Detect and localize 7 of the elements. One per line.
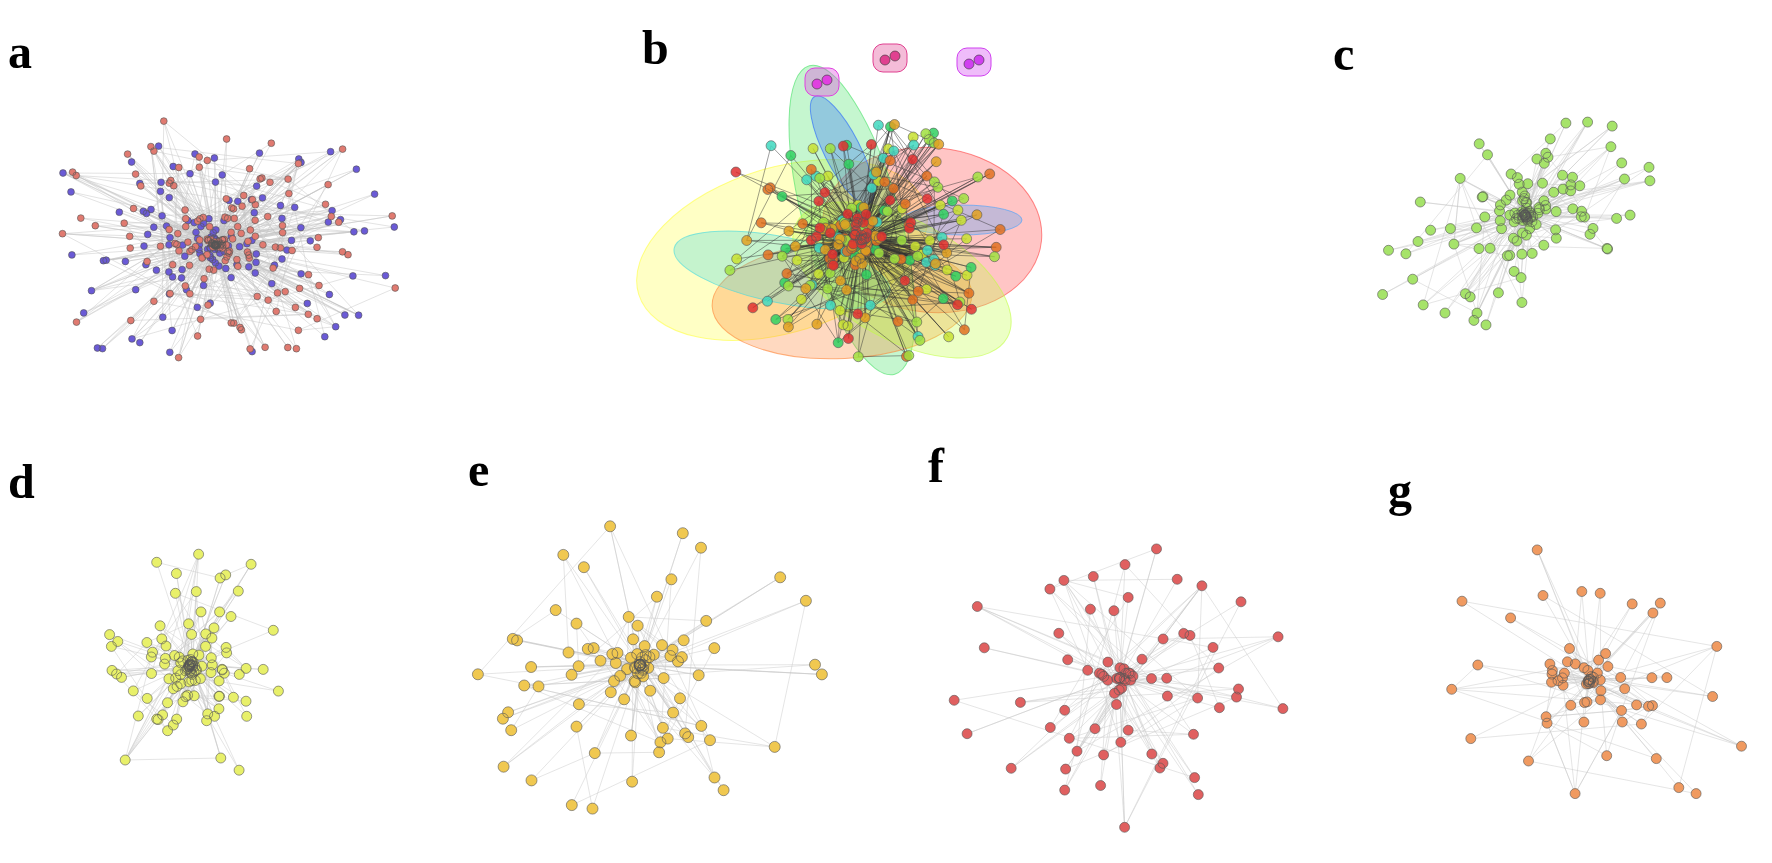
- panel-letter: d: [8, 458, 35, 506]
- panel-letter: f: [928, 442, 944, 490]
- panel-letter: g: [1388, 466, 1412, 514]
- panel-letter: e: [468, 446, 490, 494]
- panel-letter: a: [8, 28, 32, 76]
- panel-letter: b: [642, 24, 669, 72]
- panel-letter: c: [1333, 30, 1355, 78]
